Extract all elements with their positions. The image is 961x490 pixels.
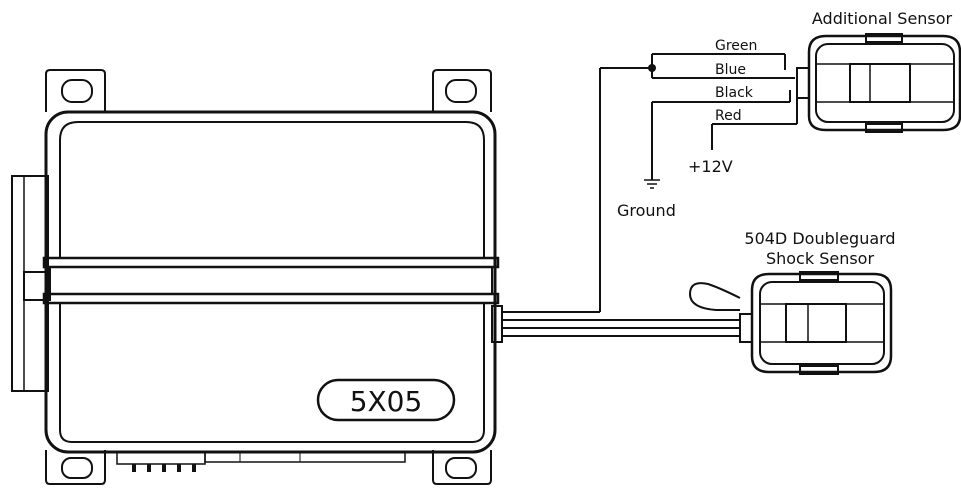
ground-label: Ground: [617, 201, 676, 220]
control-module: 5X05: [11, 69, 503, 485]
mounting-ear-top-right: [432, 69, 492, 112]
shock-sensor-title-line2: Shock Sensor: [766, 249, 875, 268]
module-housing: [44, 110, 497, 454]
bottom-header-pins: [116, 451, 406, 472]
shock-sensor: 504D Doubleguard Shock Sensor: [688, 229, 896, 375]
power-label: +12V: [688, 157, 733, 176]
model-label-text: 5X05: [350, 385, 423, 418]
additional-sensor-wiring: Green Blue Black Red +12V Ground: [600, 38, 798, 220]
additional-sensor: Additional Sensor: [796, 9, 961, 133]
mounting-ear-bottom-left: [45, 450, 106, 485]
wire-label-black: Black: [715, 85, 754, 101]
side-connector: [11, 175, 51, 392]
right-side-port: [491, 305, 503, 343]
shock-sensor-title-line1: 504D Doubleguard: [744, 229, 895, 248]
wire-label-blue: Blue: [715, 62, 746, 78]
ground-symbol-icon: [644, 179, 660, 189]
wire-label-red: Red: [715, 108, 742, 124]
sensitivity-knob-icon: [688, 282, 741, 311]
model-label: 5X05: [316, 378, 456, 422]
mounting-ear-bottom-right: [432, 450, 492, 485]
additional-sensor-title: Additional Sensor: [812, 9, 953, 28]
mounting-ear-top-left: [45, 69, 106, 112]
wire-label-green: Green: [715, 38, 757, 54]
shock-sensor-harness: [502, 68, 740, 337]
center-band: [42, 256, 500, 305]
